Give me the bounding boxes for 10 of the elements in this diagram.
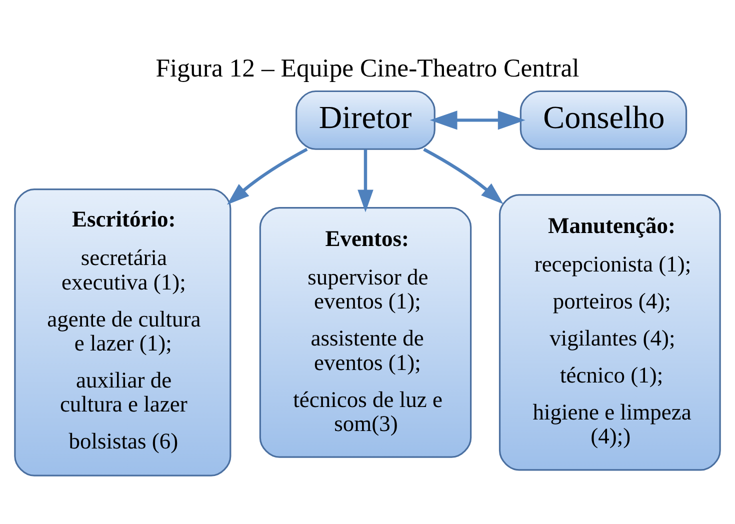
arrow — [423, 147, 504, 204]
node-box: Eventos: supervisor de eventos (1); assistente de eventos (1); técnicos de luz e som(3) — [259, 206, 472, 458]
arrow — [430, 110, 526, 130]
node-box: Conselho — [520, 90, 688, 150]
arrow — [227, 147, 308, 204]
node-box: Escritório: secretária executiva (1); agente de cultura e lazer (1); auxiliar de cultura e lazer bolsistas (6) — [14, 188, 232, 476]
arrow — [358, 149, 374, 212]
diagram-title: Figura 12 – Equipe Cine-Theatro Central — [156, 52, 580, 82]
node-box: Manutenção: recepcionista (1); porteiros (4); vigilantes (4); técnico (1); higiene e limpeza (4);) — [498, 194, 721, 470]
node-box: Diretor — [296, 90, 436, 150]
